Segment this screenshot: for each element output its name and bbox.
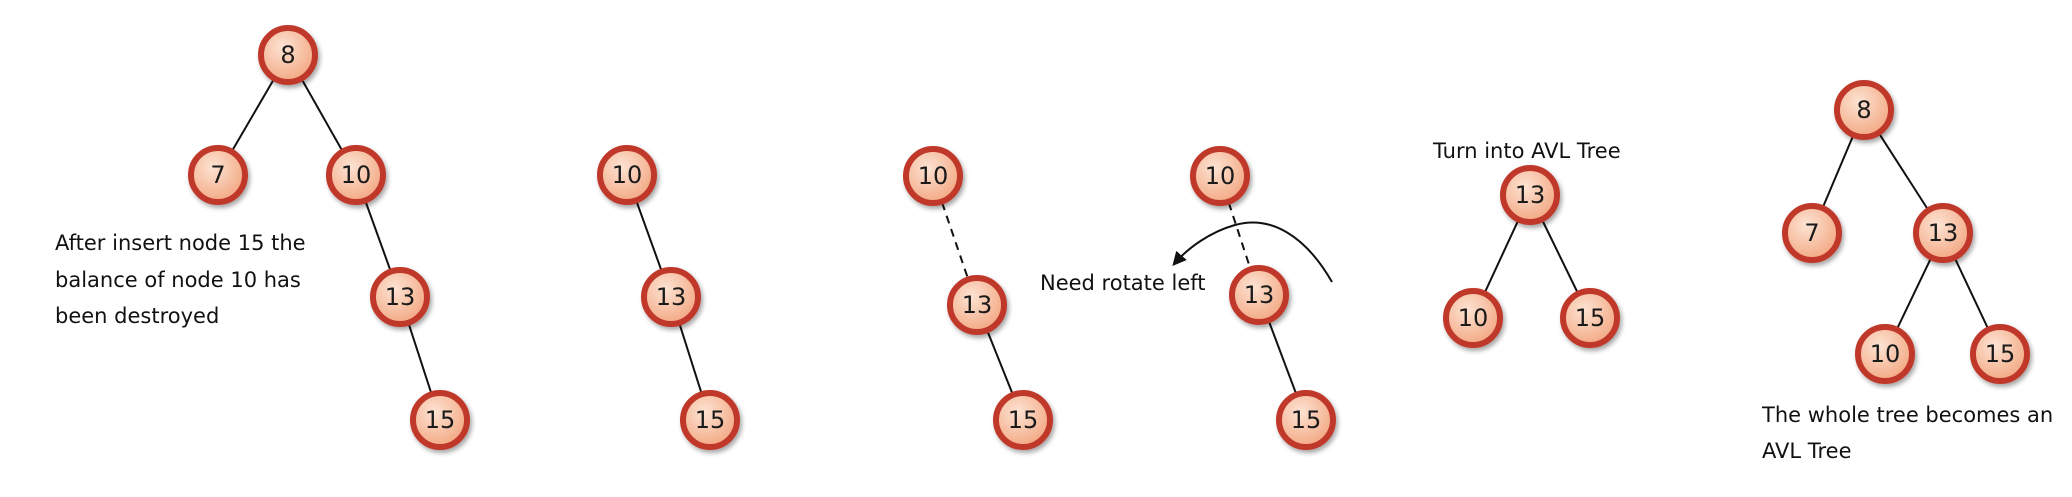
panel-6-balanced-tree: 8 7 13 10 15 The whole tree becomes an A… [1761,80,2053,463]
panel-4-rotate-left: 10 13 15 Need rotate left [1040,146,1336,450]
tree-node-15: 15 [410,390,470,450]
node-label: 10 [918,162,949,190]
tree-node-10: 10 [903,146,963,206]
node-label: 10 [612,161,643,189]
tree-node-13: 13 [1229,265,1289,325]
tree-node-8: 8 [258,25,318,85]
node-label: 13 [1515,181,1546,209]
node-label: 13 [656,283,687,311]
node-label: 8 [280,41,295,69]
node-label: 10 [1870,340,1901,368]
caption-line-3: been destroyed [55,304,219,328]
caption-line-2: AVL Tree [1762,439,1852,463]
node-label: 10 [1458,304,1489,332]
tree-node-15: 15 [993,390,1053,450]
rotate-left-arrow [1172,221,1333,283]
tree-node-15: 15 [680,390,740,450]
tree-node-10: 10 [1443,288,1503,348]
node-label: 15 [1008,406,1039,434]
node-label: 15 [1985,340,2016,368]
tree-node-15: 15 [1560,288,1620,348]
tree-node-13: 13 [947,275,1007,335]
tree-node-10: 10 [1190,146,1250,206]
panel-title: Turn into AVL Tree [1432,139,1621,163]
node-label: 13 [962,291,993,319]
node-label: 15 [1575,304,1606,332]
tree-node-13: 13 [641,267,701,327]
panel-1-unbalanced-tree: 8 7 10 13 15 After insert node 15 the ba… [55,25,470,450]
caption-line-1: After insert node 15 the [55,231,306,255]
tree-node-10: 10 [1855,324,1915,384]
node-label: 7 [1804,219,1819,247]
caption-line-1: The whole tree becomes an [1761,403,2053,427]
node-label: 10 [341,161,372,189]
panel-3-dashed-edge: 10 13 15 [903,146,1053,450]
node-label: 15 [425,406,456,434]
tree-node-15: 15 [1970,324,2030,384]
node-label: 13 [385,283,416,311]
tree-node-13: 13 [1913,203,1973,263]
node-label: 15 [695,406,726,434]
tree-node-10: 10 [326,145,386,205]
tree-node-7: 7 [1782,203,1842,263]
node-label: 15 [1291,406,1322,434]
tree-node-7: 7 [188,145,248,205]
node-label: 13 [1928,219,1959,247]
tree-node-8: 8 [1834,80,1894,140]
rotate-caption: Need rotate left [1040,271,1206,295]
tree-node-13: 13 [370,267,430,327]
node-label: 7 [210,161,225,189]
node-label: 8 [1856,96,1871,124]
node-label: 13 [1244,281,1275,309]
caption-line-2: balance of node 10 has [55,268,301,292]
tree-node-10: 10 [597,145,657,205]
panel-2-subtree: 10 13 15 [597,145,740,450]
panel-5-rotated-subtree: Turn into AVL Tree 13 10 15 [1432,139,1621,348]
tree-node-15: 15 [1276,390,1336,450]
node-label: 10 [1205,162,1236,190]
tree-node-13: 13 [1500,165,1560,225]
